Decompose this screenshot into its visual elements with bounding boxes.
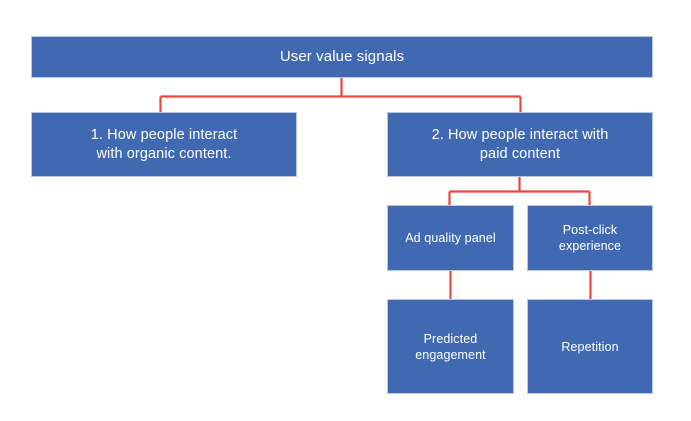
node-paid-content[interactable]: 2. How people interact with paid content — [387, 112, 653, 177]
node-label: 2. How people interact with paid content — [431, 126, 609, 162]
node-label: User value signals — [279, 48, 405, 66]
node-label: Repetition — [561, 339, 619, 354]
node-label: Predicted engagement — [415, 331, 486, 362]
node-post-click-experience[interactable]: Post-click experience — [527, 205, 653, 271]
node-label: Post-click experience — [558, 223, 622, 253]
node-repetition[interactable]: Repetition — [527, 299, 653, 394]
node-root-user-value-signals[interactable]: User value signals — [31, 36, 653, 78]
node-label: Ad quality panel — [405, 231, 496, 245]
node-organic-content[interactable]: 1. How people interact with organic cont… — [31, 112, 297, 177]
node-label: 1. How people interact with organic cont… — [90, 126, 238, 162]
node-predicted-engagement[interactable]: Predicted engagement — [387, 299, 514, 394]
node-ad-quality-panel[interactable]: Ad quality panel — [387, 205, 514, 271]
